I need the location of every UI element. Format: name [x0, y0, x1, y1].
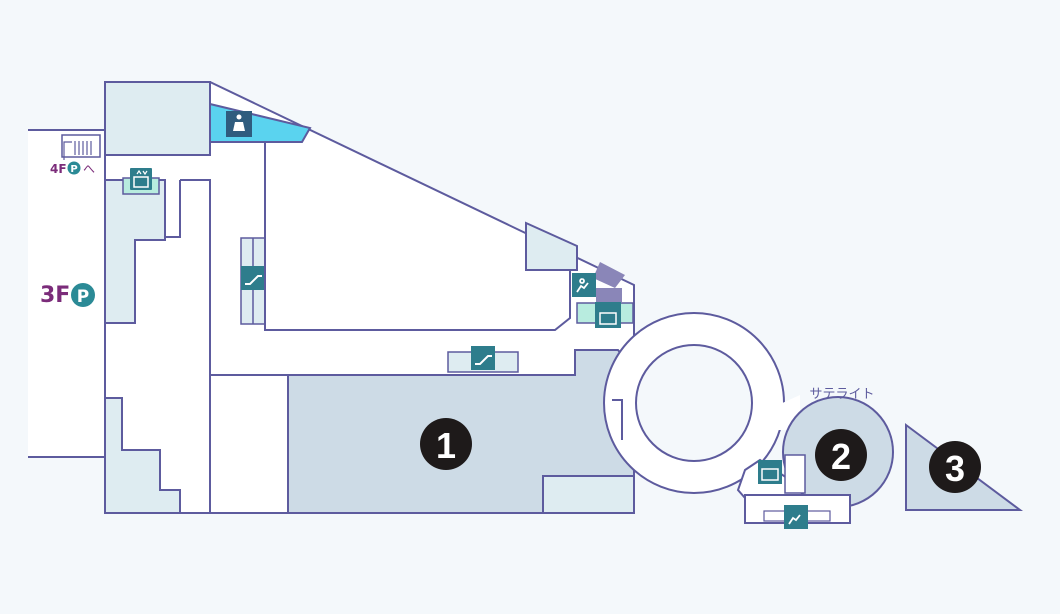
- svg-text:3F: 3F: [40, 283, 70, 308]
- svg-text:へ: へ: [83, 162, 95, 176]
- svg-text:1: 1: [436, 425, 456, 466]
- svg-text:3: 3: [945, 448, 965, 489]
- area-2[interactable]: 2: [782, 396, 894, 508]
- elevator-icon[interactable]: [758, 460, 782, 484]
- elevator-icon[interactable]: [130, 168, 152, 190]
- parking-3f-label[interactable]: 3F P: [40, 283, 95, 308]
- stairs-icon[interactable]: [572, 273, 596, 297]
- restroom-women-icon: [226, 111, 252, 137]
- parking-icon: P: [77, 287, 89, 307]
- rotunda: [603, 312, 785, 494]
- area-marker-1[interactable]: 1: [420, 418, 472, 470]
- elevator-icon[interactable]: [595, 302, 621, 328]
- escalator-icon[interactable]: [241, 266, 265, 290]
- parking-icon: P: [70, 164, 77, 175]
- svg-text:4F: 4F: [50, 162, 67, 176]
- escalator-icon[interactable]: [471, 346, 495, 370]
- stairs-icon[interactable]: [784, 505, 808, 529]
- parking-3f-area[interactable]: [28, 129, 105, 458]
- area-3[interactable]: 3: [905, 423, 1024, 511]
- svg-text:2: 2: [831, 436, 851, 477]
- parking-4f-label[interactable]: 4F P へ: [50, 161, 95, 177]
- stairs-to-4f[interactable]: [61, 134, 101, 160]
- satellite-label: サテライト: [809, 387, 874, 402]
